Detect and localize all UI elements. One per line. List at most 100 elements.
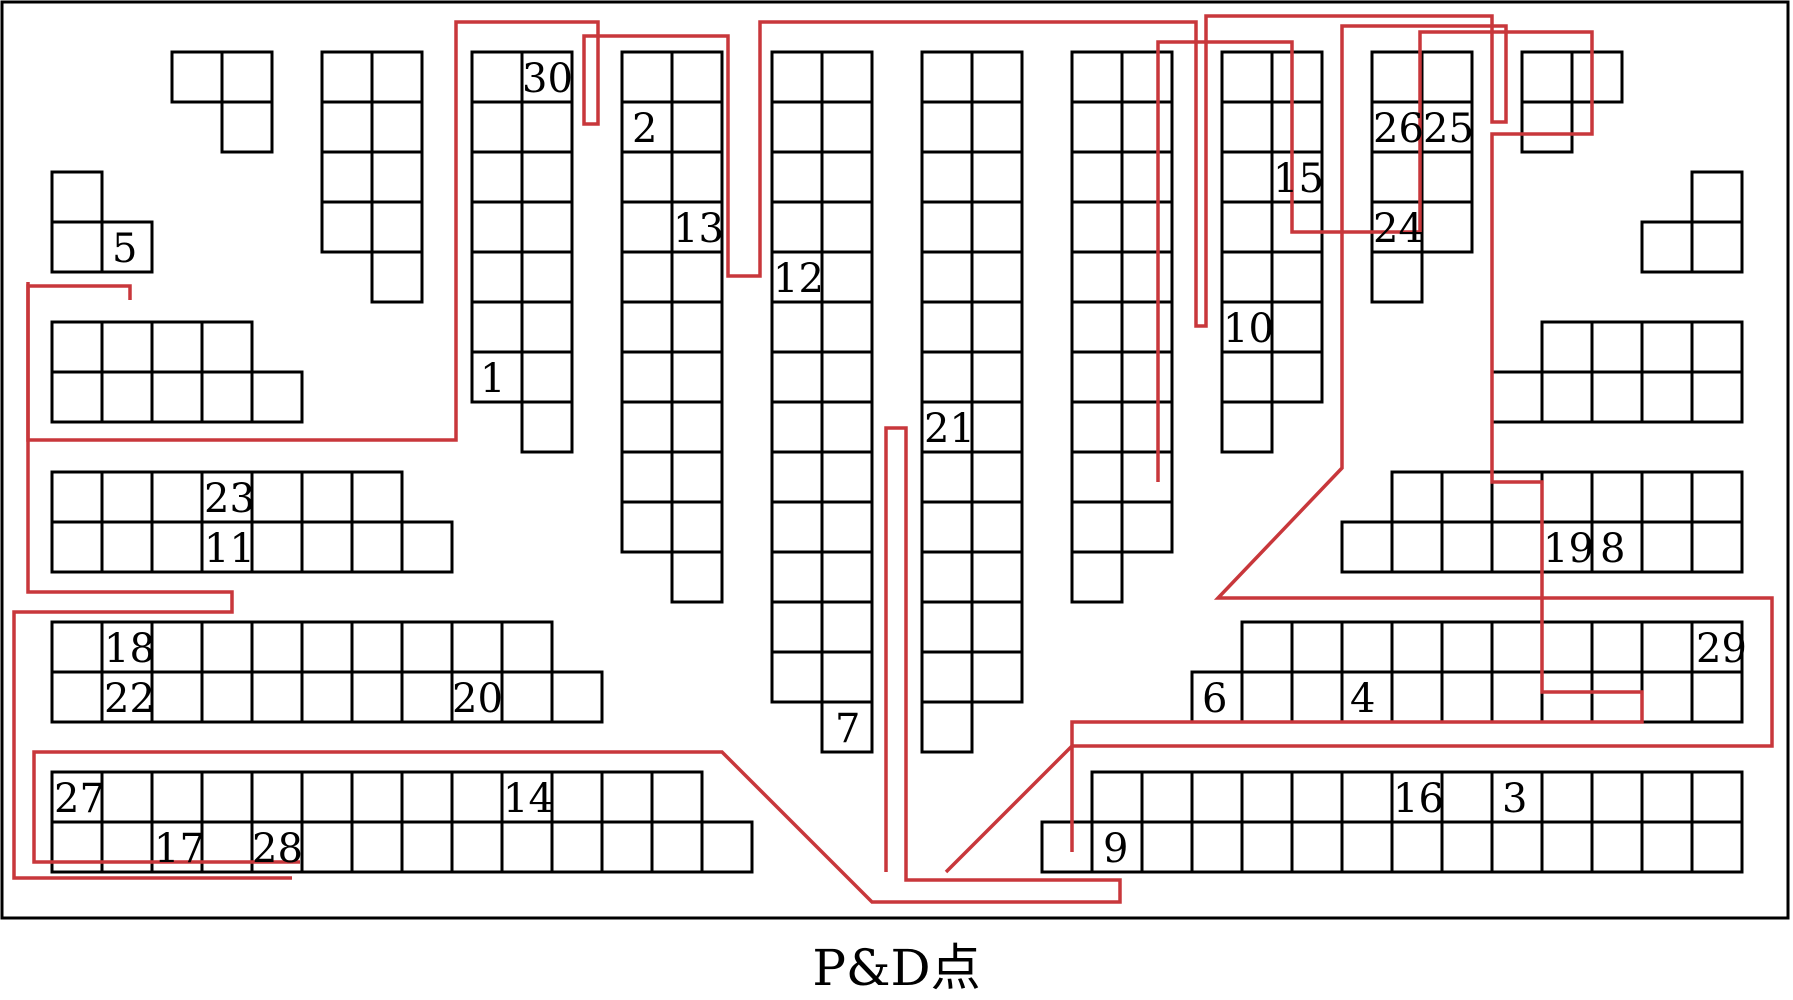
storage-cell [920,200,974,254]
storage-cell [1490,370,1544,424]
storage-cell [670,50,724,104]
storage-cell [1640,620,1694,674]
storage-cell [770,400,824,454]
storage-cell [620,350,674,404]
storage-cell [1540,620,1594,674]
storage-cell [1420,200,1474,254]
storage-cell [550,670,604,724]
storage-cell [470,300,524,354]
storage-label-16: 16 [1393,776,1444,822]
storage-cell [670,400,724,454]
storage-cell [970,500,1024,554]
storage-cell [400,820,454,874]
storage-cell [250,620,304,674]
storage-cell [770,200,824,254]
storage-cell [920,550,974,604]
storage-cell [1590,320,1644,374]
storage-cell [550,770,604,824]
storage-cell [1220,150,1274,204]
storage-cell [1290,770,1344,824]
storage-cell [1420,150,1474,204]
storage-cell [1270,300,1324,354]
storage-cell [770,50,824,104]
storage-cell [1270,350,1324,404]
storage-label-10: 10 [1223,306,1274,352]
storage-label-1: 1 [480,356,505,402]
storage-cell [920,150,974,204]
storage-cell [1640,320,1694,374]
storage-cell [350,620,404,674]
storage-cell [670,150,724,204]
storage-cell [820,100,874,154]
storage-label-30: 30 [522,56,573,102]
storage-cell [1120,50,1174,104]
storage-label-9: 9 [1103,826,1128,872]
storage-cell [1340,770,1394,824]
storage-cell [670,350,724,404]
storage-cell [1370,150,1424,204]
storage-cell [1240,770,1294,824]
storage-label-26: 26 [1373,106,1424,152]
storage-cell [1070,500,1124,554]
storage-cell [920,300,974,354]
storage-cell [370,150,424,204]
storage-cell [400,620,454,674]
storage-cell [1220,350,1274,404]
storage-cell [1220,250,1274,304]
storage-cell [1070,300,1124,354]
storage-cell [520,300,574,354]
storage-cell [1220,50,1274,104]
storage-cell [470,100,524,154]
storage-cell [970,400,1024,454]
storage-cell [1490,620,1544,674]
storage-cell [1120,250,1174,304]
storage-label-25: 25 [1423,106,1474,152]
storage-cell [620,300,674,354]
storage-label-6: 6 [1202,676,1227,722]
storage-cell [770,550,824,604]
storage-cell [1070,550,1124,604]
storage-cell [970,250,1024,304]
storage-cell [770,300,824,354]
storage-cell [770,100,824,154]
storage-label-18: 18 [104,626,155,672]
storage-cell [770,450,824,504]
storage-cell [170,50,224,104]
storage-cell [1590,770,1644,824]
storage-cell [450,820,504,874]
storage-label-5: 5 [112,226,137,272]
storage-cell [1690,170,1744,224]
picking-route [12,14,1774,904]
storage-cell [1420,50,1474,104]
storage-cell [100,820,154,874]
storage-cell [970,50,1024,104]
storage-cell [1440,620,1494,674]
storage-cell [320,200,374,254]
storage-cell [820,50,874,104]
storage-cell [1690,370,1744,424]
storage-cell [1590,470,1644,524]
storage-cell [220,50,274,104]
storage-cell [1540,820,1594,874]
storage-cell [1540,320,1594,374]
storage-cell [100,370,154,424]
storage-cell [1120,500,1174,554]
storage-cell [370,250,424,304]
storage-label-13: 13 [673,206,724,252]
storage-label-11: 11 [204,526,255,572]
storage-label-24: 24 [1373,206,1424,252]
storage-cell [300,470,354,524]
storage-cell [320,150,374,204]
storage-cell [1270,250,1324,304]
storage-label-12: 12 [773,256,824,302]
storage-cell [150,670,204,724]
storage-cell [1640,470,1694,524]
storage-cell [1070,350,1124,404]
storage-cell [1390,820,1444,874]
storage-cell [970,150,1024,204]
storage-cell [250,770,304,824]
storage-cell [970,350,1024,404]
storage-cell [1290,670,1344,724]
storage-cell [100,770,154,824]
storage-cell [200,670,254,724]
